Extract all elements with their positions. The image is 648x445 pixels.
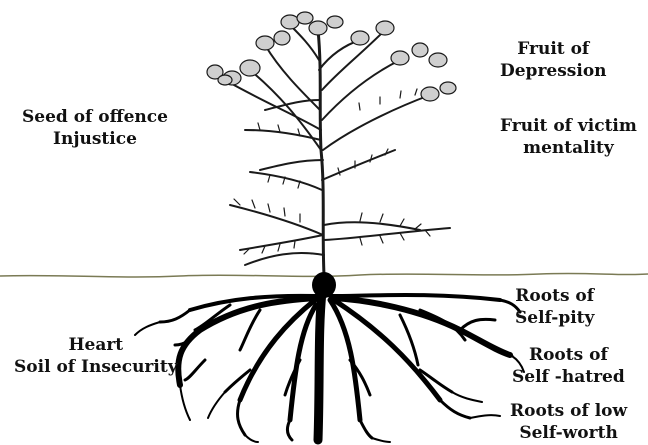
seed-of-offence-label: Seed of offence Injustice bbox=[22, 106, 168, 150]
heart-soil-label: Heart Soil of Insecurity bbox=[14, 334, 178, 378]
fruit-of-victim-mentality-label: Fruit of victim mentality bbox=[500, 115, 637, 159]
roots-self-hatred-label: Roots of Self -hatred bbox=[512, 344, 625, 388]
roots-self-pity-label: Roots of Self-pity bbox=[515, 285, 594, 329]
roots-low-self-worth-label: Roots of low Self-worth bbox=[510, 400, 627, 444]
root-system-icon bbox=[135, 272, 524, 442]
fruit-of-depression-label: Fruit of Depression bbox=[500, 38, 607, 82]
thistle-plant-icon bbox=[207, 12, 456, 275]
